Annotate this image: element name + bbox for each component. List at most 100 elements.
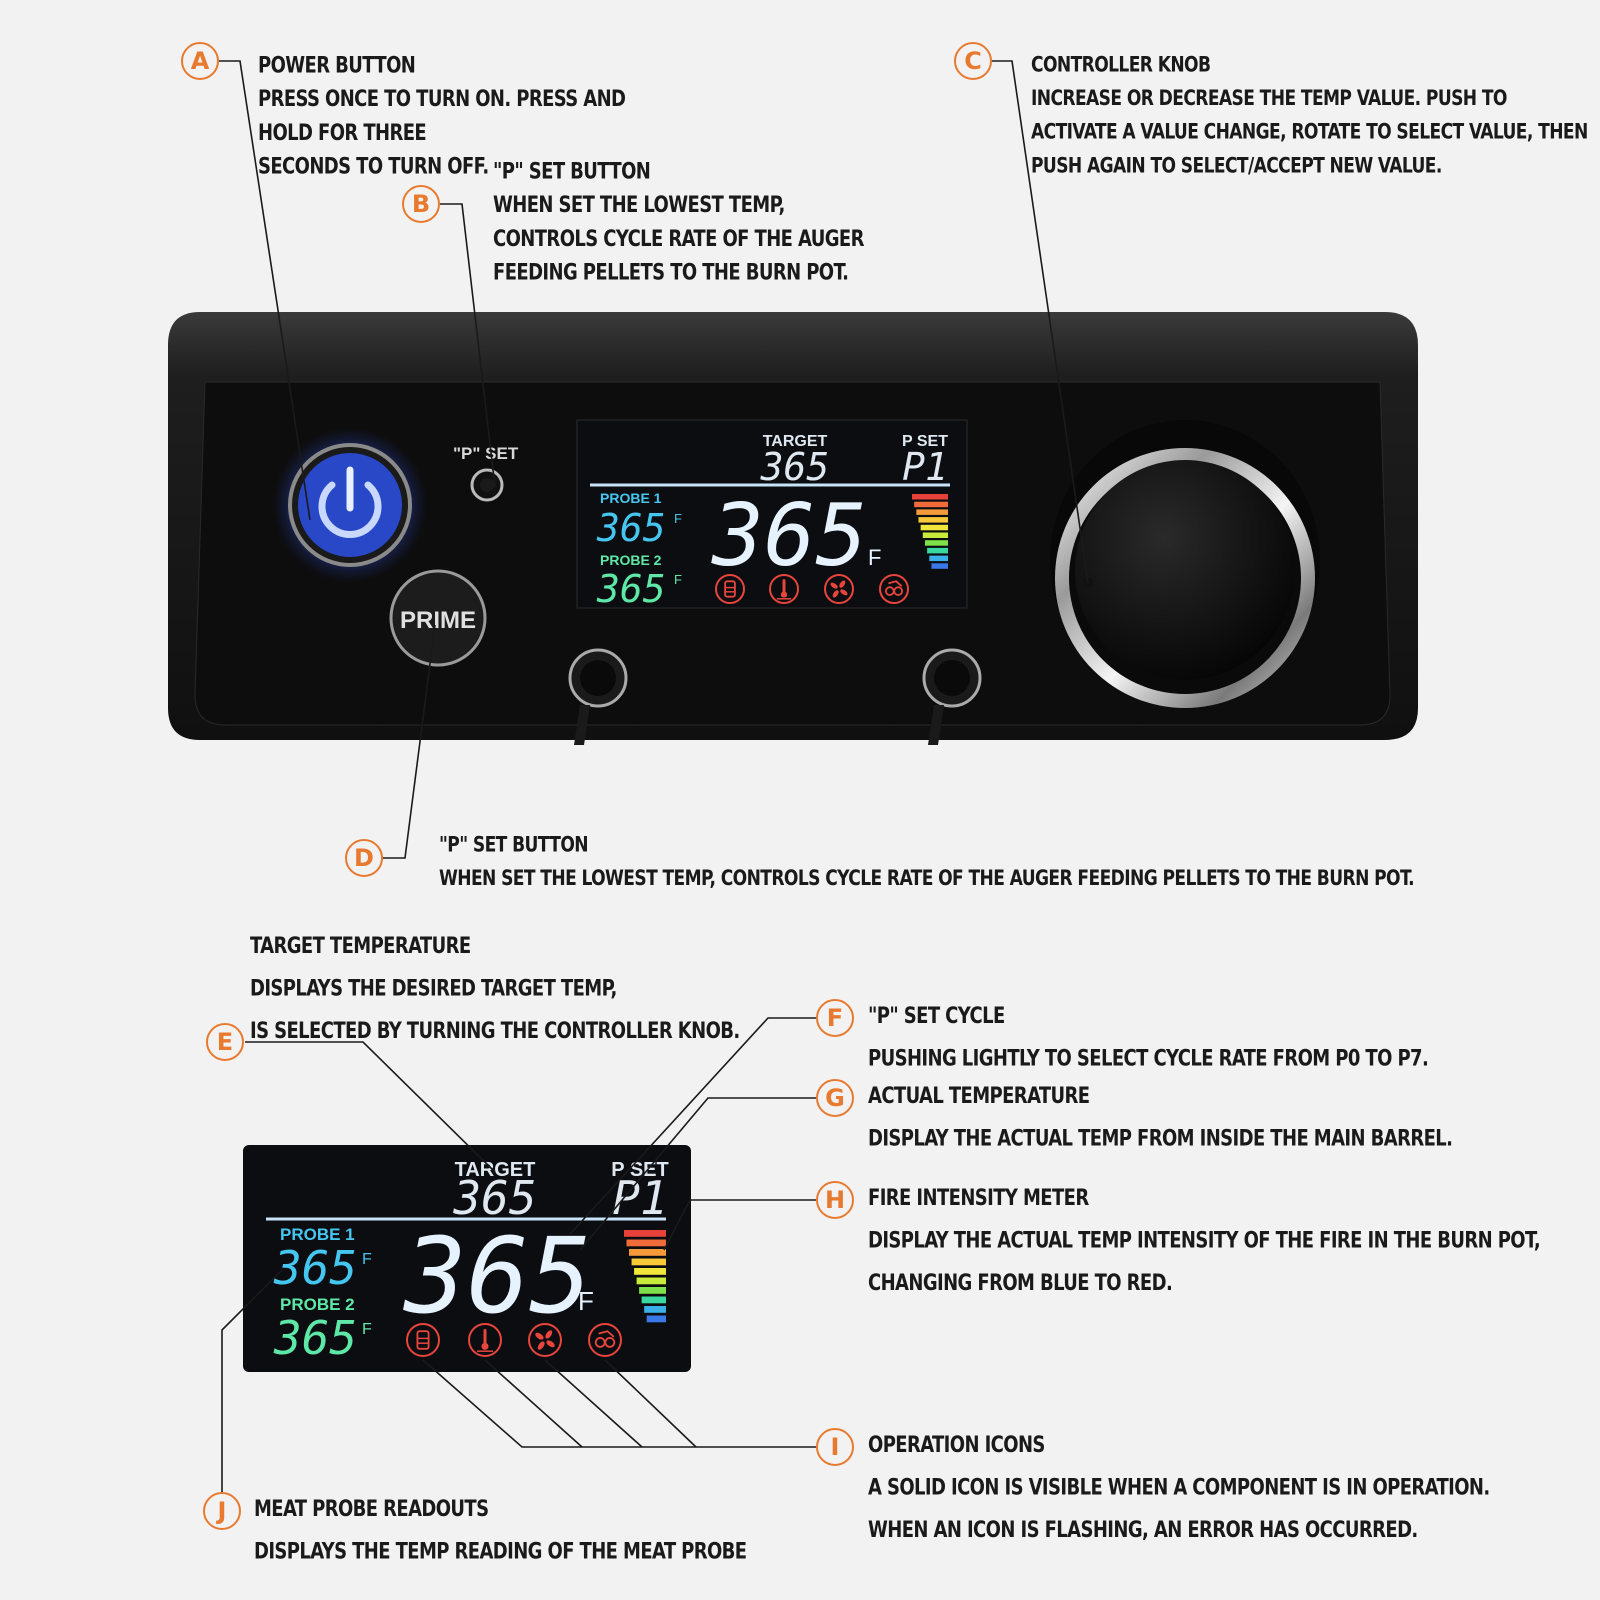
thermometer-icon	[769, 574, 799, 604]
fire-meter-segment	[912, 494, 948, 500]
fire-meter-segment	[914, 501, 948, 508]
panel-actual-unit: F	[868, 545, 881, 570]
fire-meter-segment	[636, 1277, 666, 1285]
panel-pset-value: P1	[902, 445, 948, 489]
callout-i-text: OPERATION ICONS A SOLID ICON IS VISIBLE …	[868, 1423, 1490, 1551]
callout-e-text: TARGET TEMPERATURE DISPLAYS THE DESIRED …	[250, 924, 740, 1052]
callout-c-title: CONTROLLER KNOB	[1031, 52, 1211, 78]
callout-g-text: ACTUAL TEMPERATURE DISPLAY THE ACTUAL TE…	[868, 1074, 1453, 1159]
fire-meter-segment	[639, 1287, 666, 1294]
callout-a-title: POWER BUTTON	[258, 51, 416, 79]
callout-d-line: WHEN SET THE LOWEST TEMP, CONTROLS CYCLE…	[439, 866, 1415, 891]
fire-meter-segment	[918, 517, 948, 523]
callout-d-text: "P" SET BUTTON WHEN SET THE LOWEST TEMP,…	[439, 828, 1415, 895]
callout-b-badge: B	[402, 185, 440, 223]
callout-i-line: WHEN AN ICON IS FLASHING, AN ERROR HAS O…	[868, 1515, 1418, 1543]
fire-meter-segment	[634, 1268, 666, 1275]
callout-e-title: TARGET TEMPERATURE	[250, 931, 471, 959]
callout-g-badge: G	[816, 1079, 854, 1117]
callout-b-line: CONTROLS CYCLE RATE OF THE AUGER	[493, 224, 864, 252]
lcd-operation-icons	[406, 1323, 622, 1357]
callout-g-line: DISPLAY THE ACTUAL TEMP FROM INSIDE THE …	[868, 1124, 1453, 1152]
panel-probe2-unit: F	[674, 572, 682, 587]
igniter-icon	[715, 574, 745, 604]
callout-j-text: MEAT PROBE READOUTS DISPLAYS THE TEMP RE…	[254, 1487, 747, 1572]
callout-j-title: MEAT PROBE READOUTS	[254, 1494, 489, 1522]
fire-meter-segment	[927, 547, 948, 554]
p-set-panel-label: "P" SET	[453, 444, 519, 463]
panel-target-label: TARGET	[763, 433, 828, 450]
panel-probe1-value: 365	[596, 506, 666, 550]
panel-probe1-unit: F	[674, 511, 682, 526]
large-lcd: TARGET 365 P SET P1 PROBE 1 365 F PROBE …	[243, 1145, 691, 1372]
callout-c-line: PUSH AGAIN TO SELECT/ACCEPT NEW VALUE.	[1031, 153, 1442, 178]
callout-h-line: DISPLAY THE ACTUAL TEMP INTENSITY OF THE…	[868, 1226, 1541, 1254]
lcd-target-value: 365	[452, 1171, 536, 1225]
callout-b-text: "P" SET BUTTON WHEN SET THE LOWEST TEMP,…	[493, 154, 864, 288]
callout-e-badge: E	[206, 1023, 244, 1061]
callout-j-line: DISPLAYS THE TEMP READING OF THE MEAT PR…	[254, 1537, 747, 1565]
prime-label: PRIME	[400, 607, 476, 634]
fan-icon	[824, 574, 854, 604]
panel-pset-label: P SET	[902, 433, 948, 450]
callout-g-title: ACTUAL TEMPERATURE	[868, 1081, 1090, 1109]
callout-a-badge: A	[181, 42, 219, 80]
panel-probe2-value: 365	[596, 567, 666, 611]
p-set-button[interactable]	[470, 468, 504, 502]
callout-h-title: FIRE INTENSITY METER	[868, 1183, 1089, 1211]
callout-c-badge: C	[954, 42, 992, 80]
igniter-icon	[406, 1323, 440, 1357]
callout-a-text: POWER BUTTON PRESS ONCE TO TURN ON. PRES…	[258, 48, 626, 182]
lcd-probe2-value: 365	[273, 1311, 357, 1365]
fire-meter-segment	[931, 563, 948, 569]
callout-h-badge: H	[816, 1181, 854, 1219]
fire-meter-segment	[646, 1315, 666, 1323]
panel-operation-icons	[715, 574, 909, 604]
callout-j-badge: J	[203, 1492, 241, 1530]
callout-b-title: "P" SET BUTTON	[493, 157, 651, 185]
callout-d-badge: D	[345, 839, 383, 877]
fire-meter-segment	[631, 1258, 666, 1266]
callout-b-line: WHEN SET THE LOWEST TEMP,	[493, 190, 785, 218]
callout-f-text: "P" SET CYCLE PUSHING LIGHTLY TO SELECT …	[868, 994, 1429, 1079]
fire-meter-segment	[644, 1306, 666, 1313]
callout-e-line: IS SELECTED BY TURNING THE CONTROLLER KN…	[250, 1016, 740, 1044]
lcd-fire-meter	[624, 1230, 666, 1323]
callout-i-title: OPERATION ICONS	[868, 1430, 1045, 1458]
fire-meter-segment	[929, 555, 948, 562]
leader-lines	[219, 60, 1089, 1507]
controller-knob[interactable]	[1050, 420, 1320, 708]
probe-jack-2[interactable]	[922, 648, 982, 745]
lcd-probe1-label: PROBE 1	[280, 1225, 355, 1244]
callout-e-line: DISPLAYS THE DESIRED TARGET TEMP,	[250, 974, 617, 1002]
callout-a-line: HOLD FOR THREE	[258, 118, 427, 146]
callout-c-line: INCREASE OR DECREASE THE TEMP VALUE. PUS…	[1031, 86, 1507, 111]
callout-i-line: A SOLID ICON IS VISIBLE WHEN A COMPONENT…	[868, 1473, 1490, 1501]
callout-h-line: CHANGING FROM BLUE TO RED.	[868, 1268, 1173, 1296]
callout-c-line: ACTIVATE A VALUE CHANGE, ROTATE TO SELEC…	[1031, 119, 1588, 145]
thermometer-icon	[468, 1323, 502, 1357]
callout-b-line: FEEDING PELLETS TO THE BURN POT.	[493, 258, 849, 286]
lcd-target-label: TARGET	[455, 1159, 536, 1181]
power-icon	[318, 466, 382, 538]
auger-icon	[588, 1323, 622, 1357]
lcd-pset-label: P SET	[611, 1159, 668, 1181]
callout-d-title: "P" SET BUTTON	[439, 832, 589, 858]
panel-probe1-label: PROBE 1	[600, 490, 662, 506]
callout-h-text: FIRE INTENSITY METER DISPLAY THE ACTUAL …	[868, 1176, 1541, 1304]
panel-lcd: TARGET 365 P SET P1 PROBE 1 365 F PROBE …	[576, 419, 968, 611]
callout-i-badge: I	[816, 1428, 854, 1466]
callout-a-line: PRESS ONCE TO TURN ON. PRESS AND	[258, 84, 626, 112]
prime-button[interactable]: PRIME	[389, 569, 487, 667]
lcd-probe1-unit: F	[362, 1251, 372, 1268]
fan-icon	[528, 1323, 562, 1357]
fire-meter-segment	[920, 524, 948, 531]
auger-icon	[879, 574, 909, 604]
lcd-actual-unit: F	[578, 1286, 594, 1316]
power-button[interactable]	[272, 427, 428, 583]
probe-jack-1[interactable]	[568, 648, 628, 745]
panel-actual-value: 365	[711, 486, 867, 586]
panel-probe2-label: PROBE 2	[600, 552, 662, 568]
fire-meter-segment	[629, 1249, 666, 1256]
